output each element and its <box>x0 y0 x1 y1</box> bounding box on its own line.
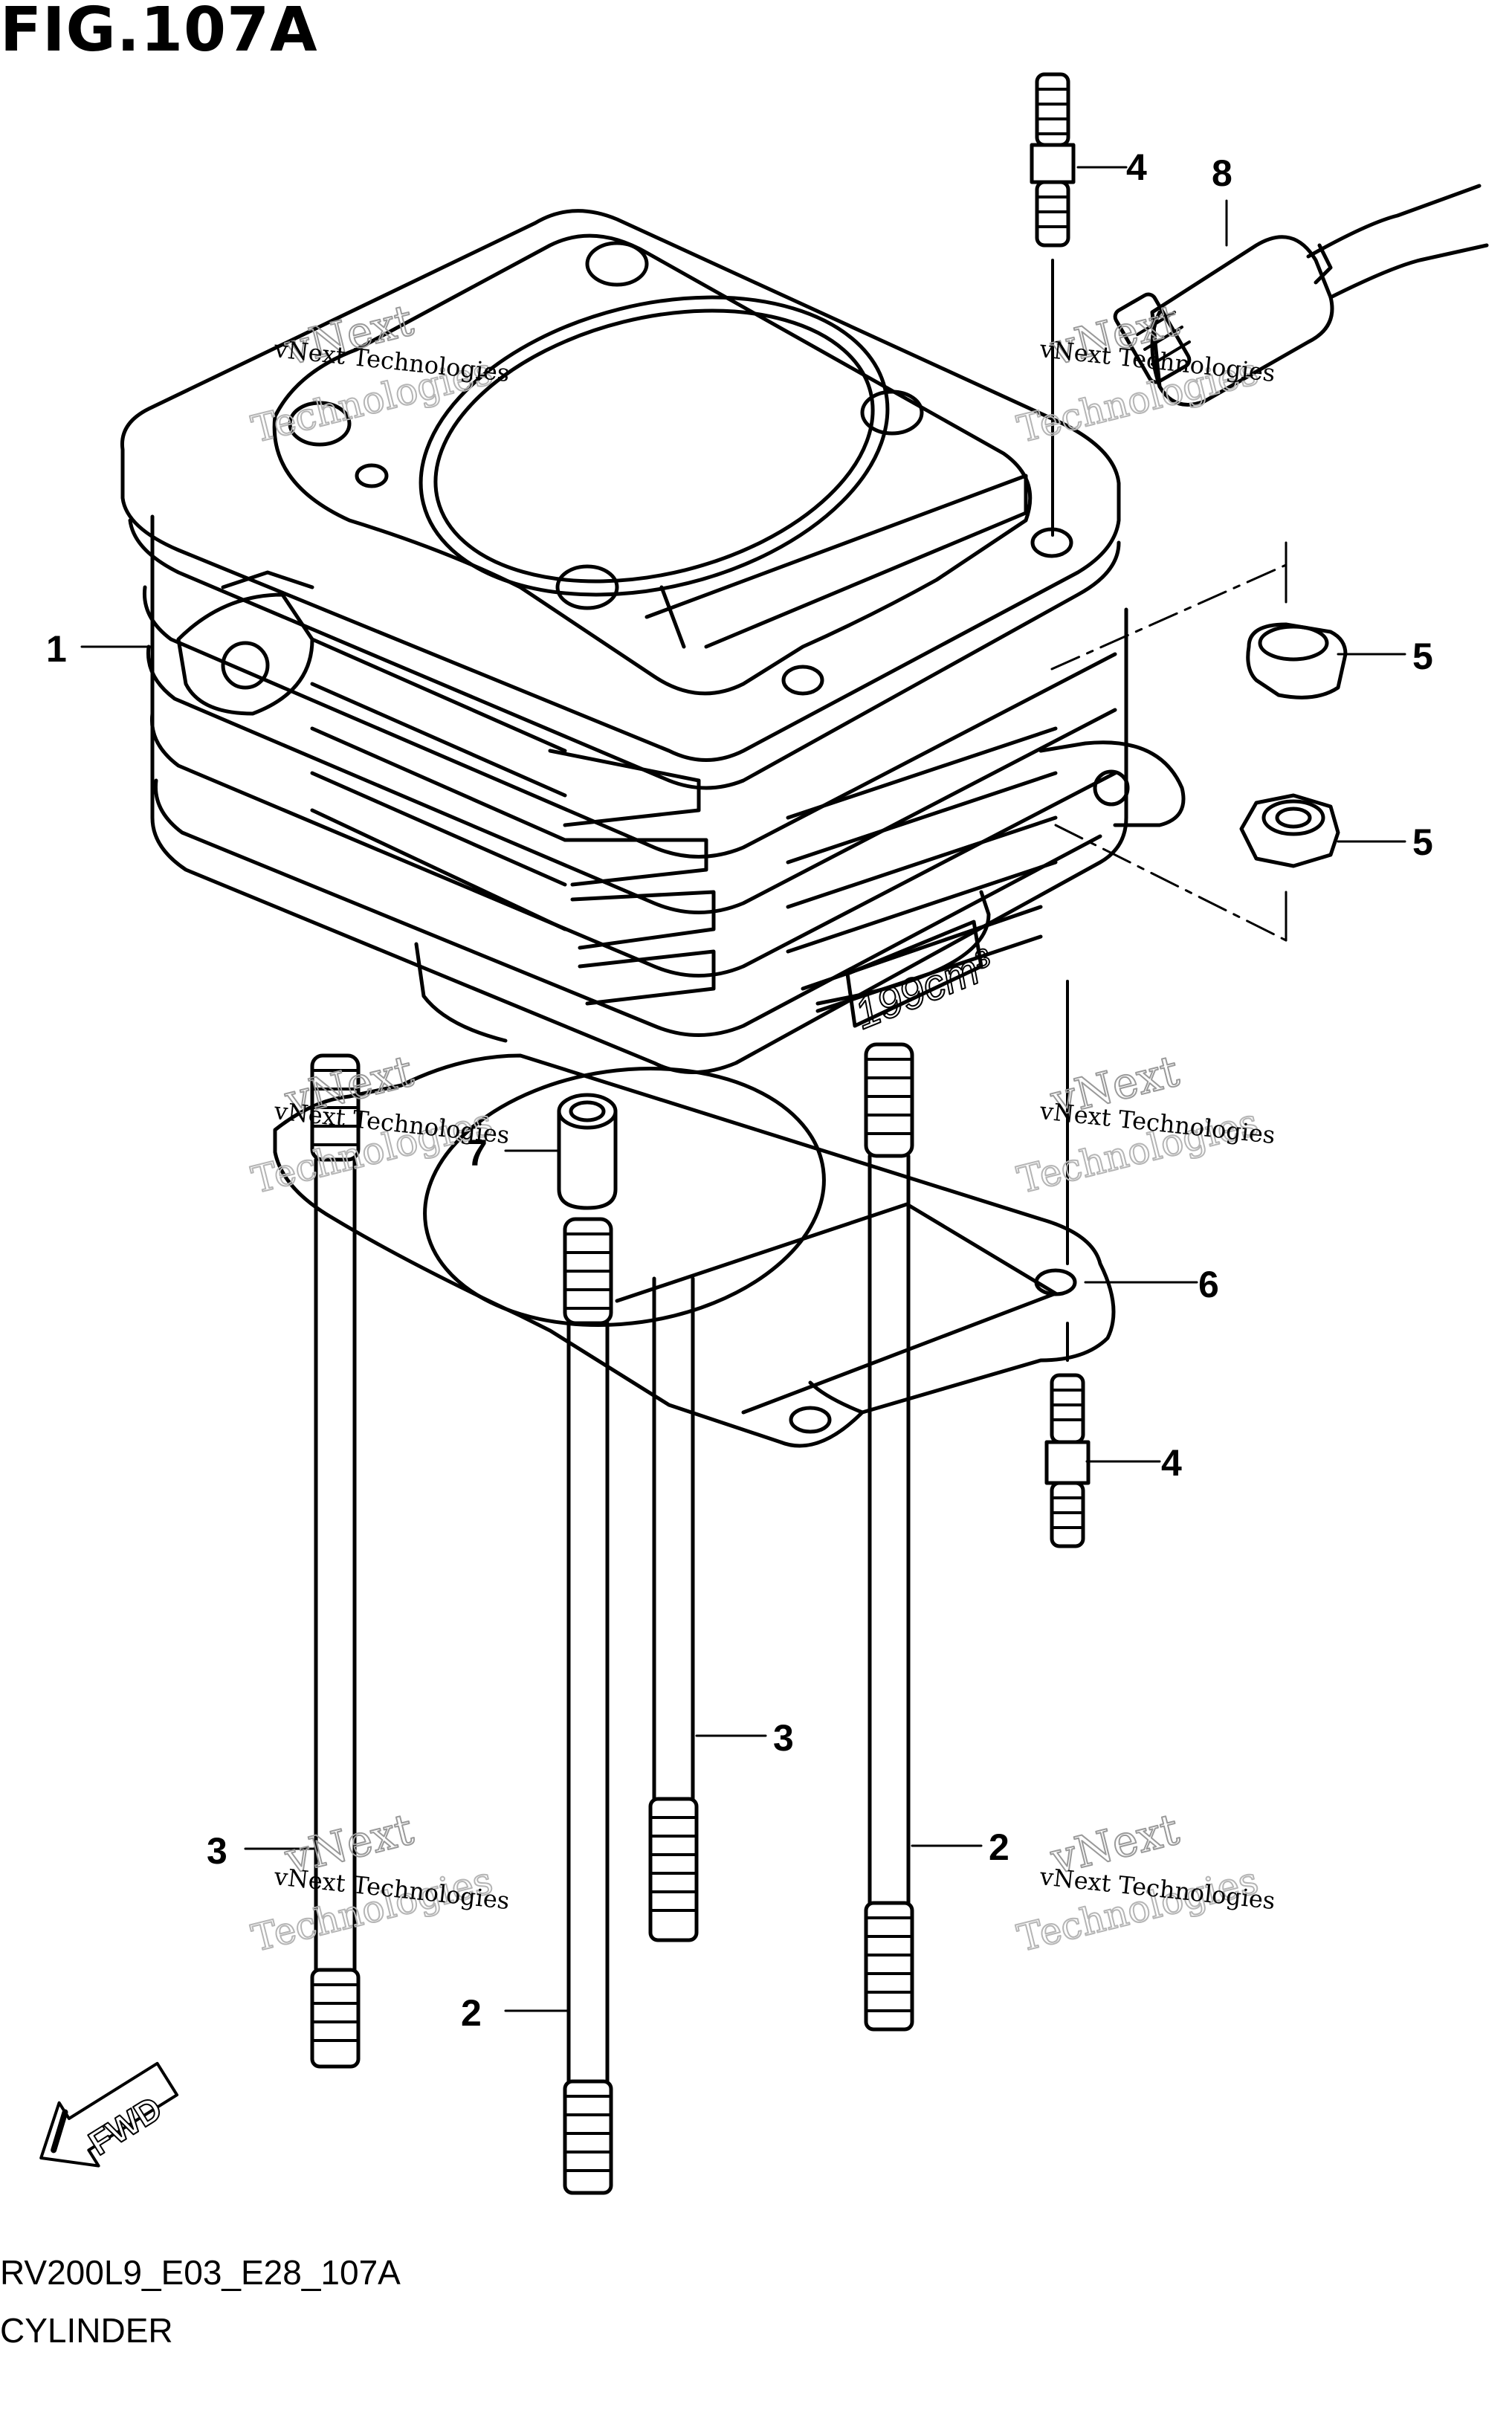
stud-bolt-bottom <box>1044 980 1091 1548</box>
displacement-engraving: 199cm³ <box>848 940 1001 1038</box>
long-stud-front-center <box>563 1217 613 2195</box>
figure-name: CYLINDER <box>0 2311 173 2350</box>
figure-title: FIG.107A <box>0 0 318 65</box>
figure-code: RV200L9_E03_E28_107A <box>0 2253 401 2292</box>
callout-4-lower: 4 <box>1161 1442 1182 1484</box>
callout-5-upper: 5 <box>1412 636 1433 677</box>
callout-5-lower: 5 <box>1412 821 1433 863</box>
long-stud-front-left <box>310 1053 361 2069</box>
cap-nut-upper <box>1246 622 1348 699</box>
dowel-pin <box>557 1093 618 1210</box>
callout-3-left: 3 <box>207 1830 227 1872</box>
temperature-sensor <box>1113 184 1489 407</box>
callout-2-left: 2 <box>461 1992 482 2034</box>
callout-1: 1 <box>46 628 67 670</box>
long-stud-rear-right <box>864 1042 914 2032</box>
callout-2-right: 2 <box>989 1826 1009 1868</box>
callout-4-upper: 4 <box>1126 146 1147 188</box>
stud-bolt-top <box>1030 72 1076 537</box>
long-stud-rear-center <box>648 1276 699 1942</box>
callout-3-center: 3 <box>773 1717 794 1759</box>
cap-nut-lower <box>1239 793 1340 868</box>
cylinder-body <box>142 514 1186 1074</box>
forward-arrow <box>39 2061 179 2168</box>
callout-7: 7 <box>467 1132 488 1174</box>
callout-6: 6 <box>1198 1264 1219 1305</box>
cylinder-base-gasket <box>273 1053 1116 1448</box>
callout-8: 8 <box>1212 152 1232 194</box>
cylinder-top-deck <box>120 209 1121 790</box>
leader-lines <box>80 166 1406 2012</box>
